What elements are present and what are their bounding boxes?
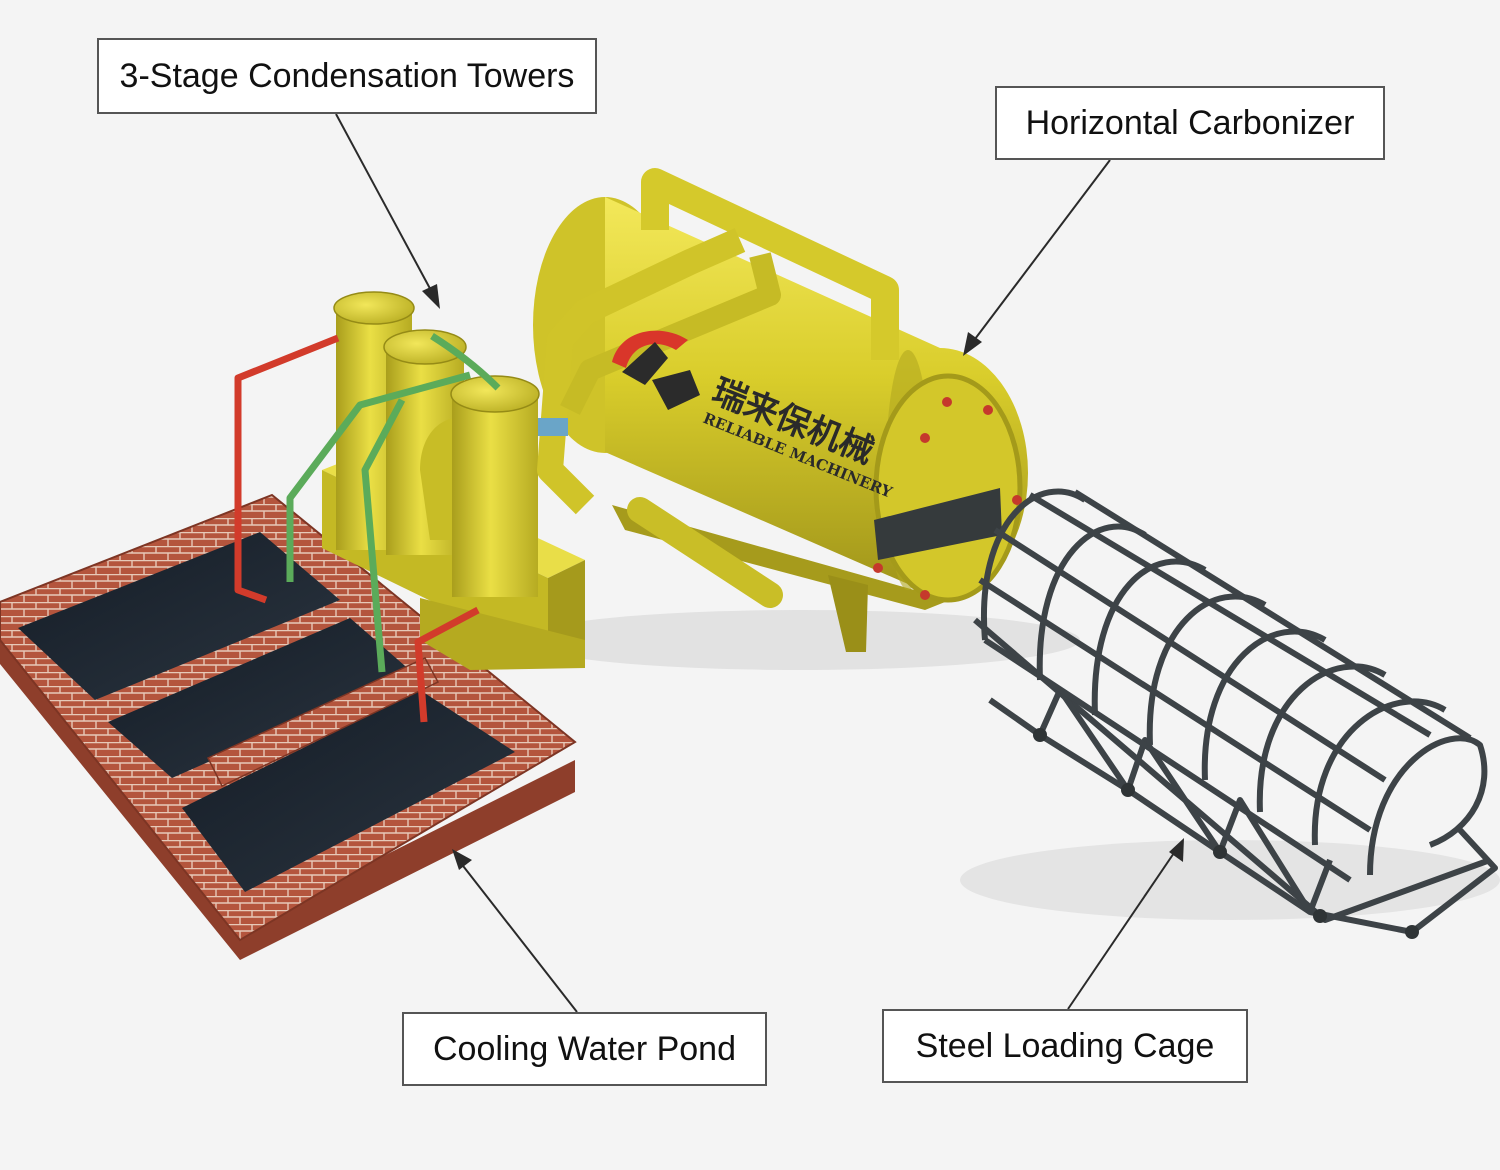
ground-shadow: [520, 610, 1080, 670]
door-bolt: [983, 405, 993, 415]
door-bolt: [942, 397, 952, 407]
cage-base-rail: [1309, 827, 1498, 935]
carbonizer-stand-leg: [828, 575, 868, 652]
hot-water-pipe: [234, 334, 340, 604]
ground-shadow: [960, 840, 1500, 920]
door-bolt: [920, 433, 930, 443]
steel-loading-cage: [973, 488, 1498, 939]
cage-truss: [1037, 687, 1333, 915]
door-bolt: [920, 590, 930, 600]
logo-swoosh: [612, 330, 688, 368]
cage-rib: [1367, 735, 1488, 876]
pipe-valve: [538, 418, 568, 436]
callout-condensation-towers: 3-Stage Condensation Towers: [97, 38, 597, 114]
tower-3-body: [452, 392, 538, 597]
arrow-carbonizer: [971, 159, 1111, 344]
cage-rib: [1311, 698, 1447, 846]
cage-rib: [980, 488, 1087, 641]
cage-rib: [1256, 663, 1387, 813]
door-bolt: [873, 563, 883, 573]
pond-water-middle: [108, 618, 412, 778]
leader-arrows: [335, 113, 1184, 1013]
cage-bar: [1028, 492, 1432, 738]
arrow-cage: [1067, 849, 1177, 1010]
tower-2-cap: [383, 329, 467, 365]
arrow-towers: [335, 113, 435, 297]
callout-label: Cooling Water Pond: [432, 1029, 736, 1068]
carbonizer-gas-pipe: [560, 252, 781, 415]
carbonizer-door: [873, 373, 1023, 603]
pond-divider-wall: [206, 657, 440, 787]
cage-wheel: [1213, 845, 1227, 859]
cooling-water-pond: [0, 493, 577, 960]
arrow-carbonizer-head: [963, 332, 982, 356]
carbonizer-stand: [612, 505, 950, 610]
cage-wheel: [1033, 728, 1047, 742]
callout-cooling-water-pond: Cooling Water Pond: [402, 1012, 767, 1086]
carbonizer-bottom-pipe: [627, 497, 783, 608]
arrow-cage-head: [1169, 838, 1184, 862]
cold-water-pipe: [286, 371, 471, 582]
cage-base-rail: [983, 637, 1352, 883]
pond-water-back: [18, 532, 340, 700]
carbonizer-gas-pipe: [537, 228, 746, 515]
cage-bar: [1073, 489, 1472, 741]
callout-label: Horizontal Carbonizer: [1025, 103, 1355, 142]
tower-1-cap: [333, 291, 415, 325]
logo-mark: [622, 342, 700, 410]
pond-water-front: [182, 690, 515, 892]
cold-water-pipe: [430, 333, 501, 391]
callout-horizontal-carbonizer: Horizontal Carbonizer: [995, 86, 1385, 160]
carbonizer-gas-pipe: [641, 168, 899, 360]
cage-wheel: [1405, 925, 1419, 939]
carbonizer-door-latch: [874, 488, 1002, 560]
cage-bar: [978, 577, 1372, 833]
hot-water-pipe: [414, 606, 480, 723]
callout-label: Steel Loading Cage: [915, 1026, 1215, 1065]
cage-wheel: [1121, 783, 1135, 797]
arrow-towers-head: [422, 284, 440, 309]
tower-3-cap: [450, 375, 540, 413]
door-bolt: [1012, 495, 1022, 505]
callout-steel-loading-cage: Steel Loading Cage: [882, 1009, 1248, 1083]
cage-wheel: [1313, 909, 1327, 923]
condensation-towers: [234, 291, 585, 723]
cage-bar: [993, 527, 1387, 783]
cold-water-pipe: [361, 398, 406, 673]
horizontal-carbonizer: 瑞来保机械 RELIABLE MACHINERY: [533, 168, 1028, 652]
pond-wall-side: [0, 632, 575, 960]
callout-label: 3-Stage Condensation Towers: [119, 56, 575, 95]
arrow-pond-head: [452, 849, 472, 870]
cage-rib: [1036, 523, 1147, 681]
arrow-pond: [459, 861, 578, 1013]
